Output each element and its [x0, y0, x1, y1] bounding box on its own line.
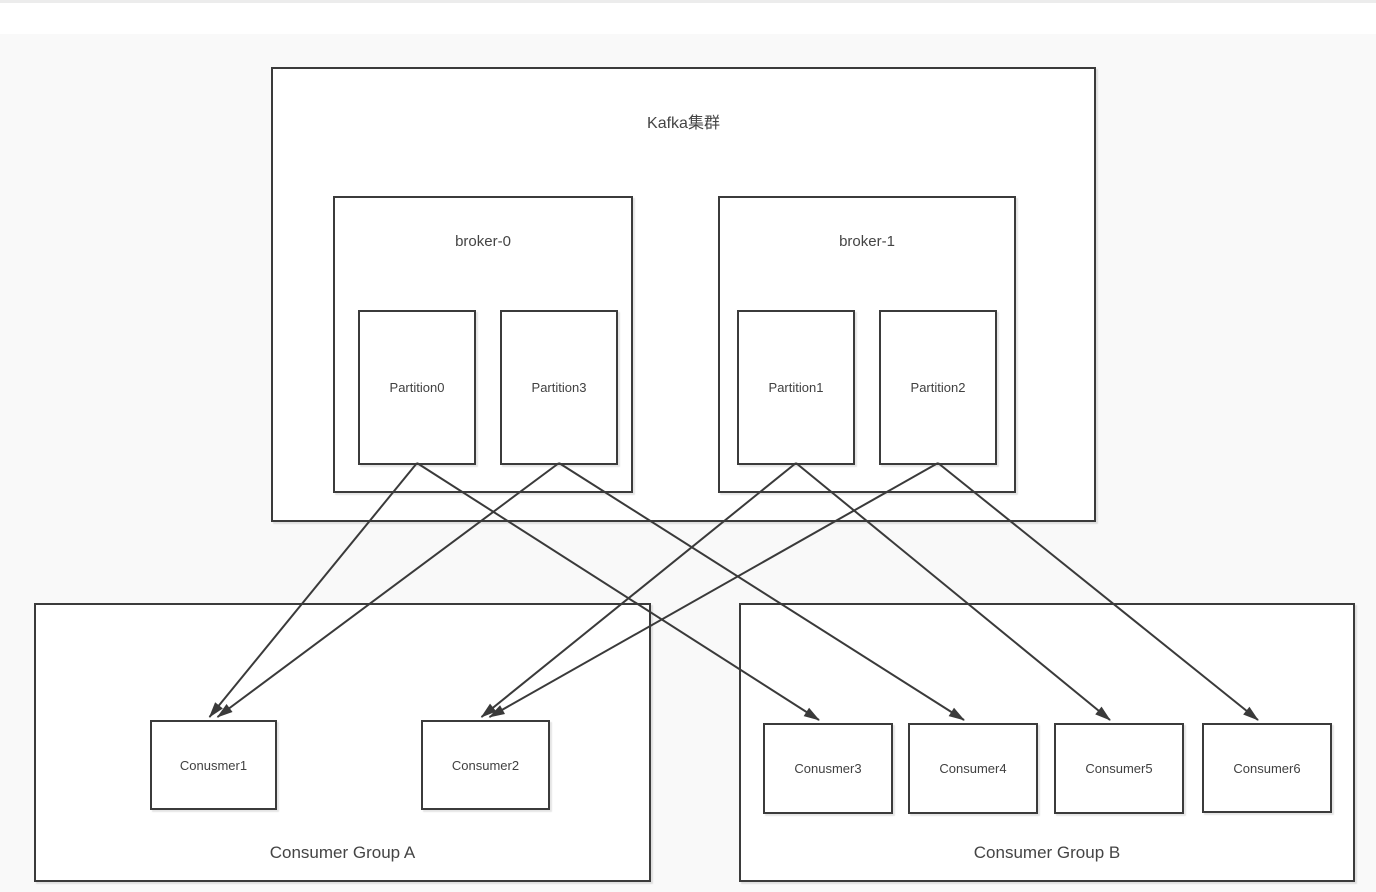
- broker-1-label: broker-1: [839, 233, 895, 250]
- consumer-5-label: Consumer5: [1085, 761, 1153, 776]
- consumer-group-b-label: Consumer Group B: [973, 843, 1121, 862]
- partition-0-label: Partition0: [389, 380, 445, 395]
- top-bar: [0, 3, 1376, 34]
- consumer-3-node: Conusmer3: [763, 723, 893, 814]
- partition-3-label: Partition3: [531, 380, 587, 395]
- partition-3-node: Partition3: [500, 310, 618, 465]
- broker-0-label: broker-0: [455, 233, 511, 250]
- consumer-2-node: Consumer2: [421, 720, 550, 810]
- partition-2-label: Partition2: [910, 380, 966, 395]
- consumer-6-label: Consumer6: [1233, 760, 1301, 776]
- consumer-1-label: Conusmer1: [179, 757, 248, 773]
- consumer-4-label: Consumer4: [939, 761, 1007, 776]
- consumer-group-a-label: Consumer Group A: [269, 843, 416, 862]
- consumer-group-a-box: Consumer Group A: [34, 603, 651, 882]
- consumer-6-node: Consumer6: [1202, 723, 1332, 813]
- consumer-1-node: Conusmer1: [150, 720, 277, 810]
- partition-0-node: Partition0: [358, 310, 476, 465]
- consumer-3-label: Conusmer3: [794, 761, 862, 776]
- partition-1-node: Partition1: [737, 310, 855, 465]
- consumer-5-node: Consumer5: [1054, 723, 1184, 814]
- consumer-2-label: Consumer2: [451, 757, 520, 773]
- top-strip: [0, 0, 1376, 3]
- kafka-cluster-title: Kafka集群: [647, 115, 720, 132]
- partition-2-node: Partition2: [879, 310, 997, 465]
- partition-1-label: Partition1: [768, 380, 824, 395]
- consumer-4-node: Consumer4: [908, 723, 1038, 814]
